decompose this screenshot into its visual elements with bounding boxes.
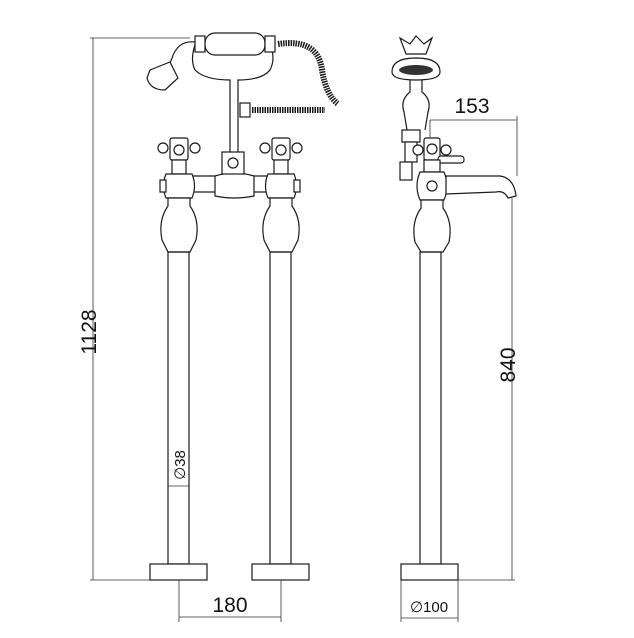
dim-pipe-spacing: 180 bbox=[212, 594, 247, 617]
dimension-lines bbox=[90, 37, 518, 622]
front-view bbox=[146, 32, 340, 581]
dim-pipe-diameter: ∅38 bbox=[172, 450, 189, 480]
dim-base-diameter: ∅100 bbox=[410, 599, 448, 616]
shower-cradle bbox=[191, 44, 274, 161]
dim-spout-reach: 153 bbox=[454, 95, 489, 118]
right-valve bbox=[259, 137, 303, 253]
side-spout bbox=[445, 175, 517, 199]
hose bbox=[277, 40, 340, 107]
side-base bbox=[400, 563, 459, 581]
left-valve bbox=[157, 137, 201, 253]
side-view bbox=[391, 35, 517, 581]
right-base bbox=[251, 563, 310, 581]
dim-overall-height: 1128 bbox=[78, 309, 101, 354]
spout bbox=[214, 172, 255, 199]
dim-spout-height: 840 bbox=[497, 347, 520, 382]
side-pipe bbox=[419, 251, 442, 565]
right-pipe bbox=[269, 251, 292, 565]
handset-handle bbox=[204, 32, 266, 56]
left-base bbox=[149, 563, 208, 581]
shower-head bbox=[146, 61, 179, 91]
left-pipe bbox=[167, 251, 190, 565]
